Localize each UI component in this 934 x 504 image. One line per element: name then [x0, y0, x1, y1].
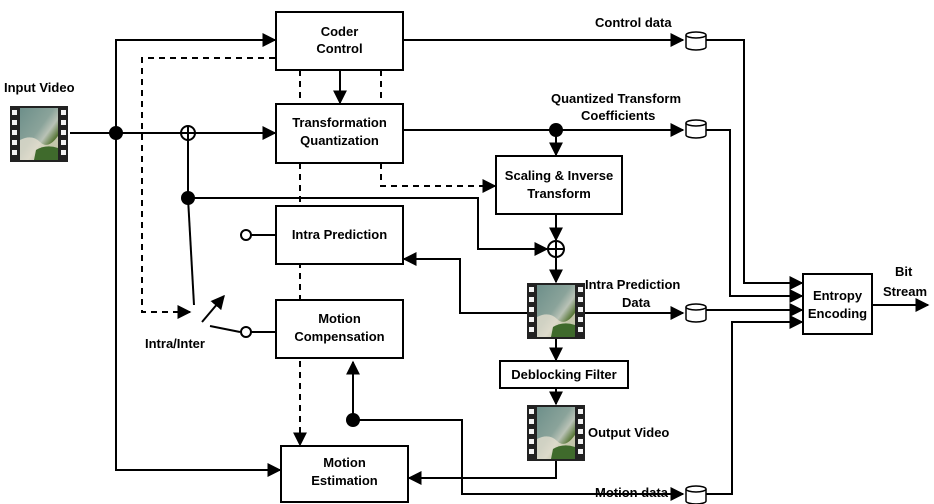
motion-est-line1: Motion	[323, 455, 366, 470]
control-data-label: Control data	[595, 15, 672, 30]
input-video-frame-image	[10, 106, 68, 162]
motion-data-label: Motion data	[595, 485, 669, 500]
motion-comp-line2: Compensation	[294, 329, 384, 344]
input-video-label: Input Video	[4, 80, 75, 95]
output-video-label: Output Video	[588, 425, 669, 440]
entropy-line2: Encoding	[808, 306, 867, 321]
reconstructed-frame-image	[527, 283, 585, 339]
output-video-frame-image	[527, 405, 585, 461]
scaling-line2: Transform	[527, 186, 591, 201]
inter-switch-contact	[240, 326, 252, 338]
intra-pred-data-line2: Data	[622, 295, 651, 310]
intra-prediction-block: Intra Prediction	[275, 205, 404, 265]
coder-control-line1: Coder	[321, 24, 359, 39]
quantized-coeff-line1: Quantized Transform	[551, 91, 681, 106]
deblocking-filter-block: Deblocking Filter	[499, 360, 629, 389]
bit-stream-line1: Bit	[895, 264, 913, 279]
intra-inter-label: Intra/Inter	[145, 336, 205, 351]
transformation-quantization-block: Transformation Quantization	[275, 103, 404, 164]
scaling-line1: Scaling & Inverse	[505, 168, 613, 183]
transform-line1: Transformation	[292, 115, 387, 130]
coefficient-store-icon	[685, 119, 707, 139]
connections	[70, 33, 930, 501]
entropy-line1: Entropy	[813, 288, 863, 303]
control-data-store-icon	[685, 31, 707, 51]
intra-prediction-label: Intra Prediction	[292, 227, 387, 242]
intra-pred-data-line1: Intra Prediction	[585, 277, 680, 292]
motion-data-store-icon	[685, 485, 707, 504]
motion-estimation-block: Motion Estimation	[280, 445, 409, 503]
sum-node-input	[180, 125, 196, 141]
intra-switch-contact	[240, 229, 252, 241]
bit-stream-line2: Stream	[883, 284, 927, 299]
entropy-encoding-block: Entropy Encoding	[802, 273, 873, 335]
sum-node-reconstruct	[547, 240, 565, 258]
junctions	[109, 123, 565, 427]
coder-control-block: Coder Control	[275, 11, 404, 71]
scaling-inverse-transform-block: Scaling & Inverse Transform	[495, 155, 623, 215]
motion-compensation-block: Motion Compensation	[275, 299, 404, 359]
coder-control-line2: Control	[316, 41, 362, 56]
deblocking-label: Deblocking Filter	[511, 367, 616, 382]
quantized-coeff-line2: Coefficients	[581, 108, 655, 123]
motion-comp-line1: Motion	[318, 311, 361, 326]
motion-est-line2: Estimation	[311, 473, 378, 488]
intra-data-store-icon	[685, 303, 707, 323]
transform-line2: Quantization	[300, 133, 379, 148]
